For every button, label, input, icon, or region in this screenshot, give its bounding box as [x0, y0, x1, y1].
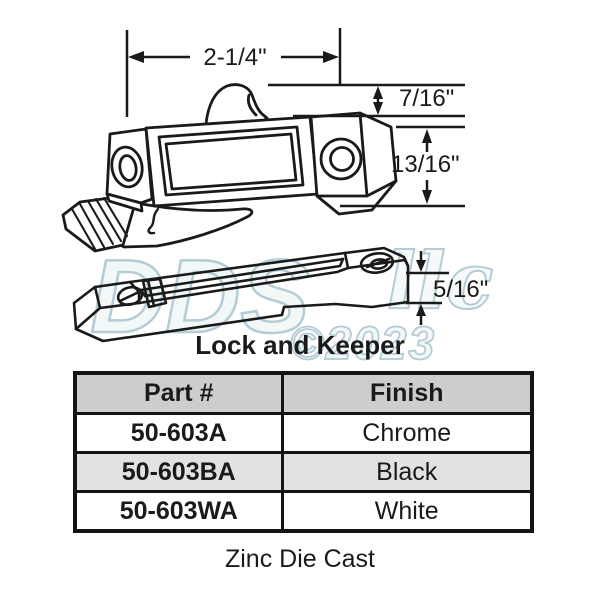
dimension-cam-height — [268, 83, 465, 118]
lock-drawing — [61, 83, 398, 253]
column-header-part: Part # — [73, 371, 284, 415]
material-note: Zinc Die Cast — [224, 545, 376, 573]
drawing-caption: Lock and Keeper — [195, 330, 405, 360]
column-header-finish: Finish — [280, 371, 534, 415]
parts-table: Part # Finish 50-603A Chrome 50-603BA Bl… — [73, 371, 534, 533]
finish-cell: Chrome — [280, 412, 534, 454]
table-row: 50-603WA White — [73, 490, 534, 533]
dimension-keeper-height — [406, 251, 449, 325]
dimension-body-height — [340, 125, 465, 208]
table-row: 50-603BA Black — [73, 451, 534, 493]
part-number-cell: 50-603A — [73, 412, 284, 454]
dimension-cam-height-label: 7/16" — [399, 85, 454, 112]
table-row: 50-603A Chrome — [73, 412, 534, 454]
part-number-cell: 50-603WA — [73, 490, 284, 533]
watermark-year-text: ©2023 — [290, 317, 436, 369]
finish-cell: Black — [280, 451, 534, 493]
dimension-width — [125, 28, 342, 117]
watermark-brand-text: DDS — [90, 239, 310, 355]
part-number-cell: 50-603BA — [73, 451, 284, 493]
dimension-keeper-height-label: 5/16" — [433, 276, 488, 303]
wedge-serrations — [70, 196, 129, 251]
table-header-row: Part # Finish — [73, 371, 534, 415]
keeper-drawing — [72, 246, 410, 343]
dimension-width-label: 2-1/4" — [203, 44, 266, 71]
watermark-suffix-text: llc — [387, 236, 494, 327]
dimension-body-height-label: 13/16" — [391, 151, 460, 178]
finish-cell: White — [280, 490, 534, 533]
watermark: DDS llc ©2023 — [89, 235, 494, 370]
